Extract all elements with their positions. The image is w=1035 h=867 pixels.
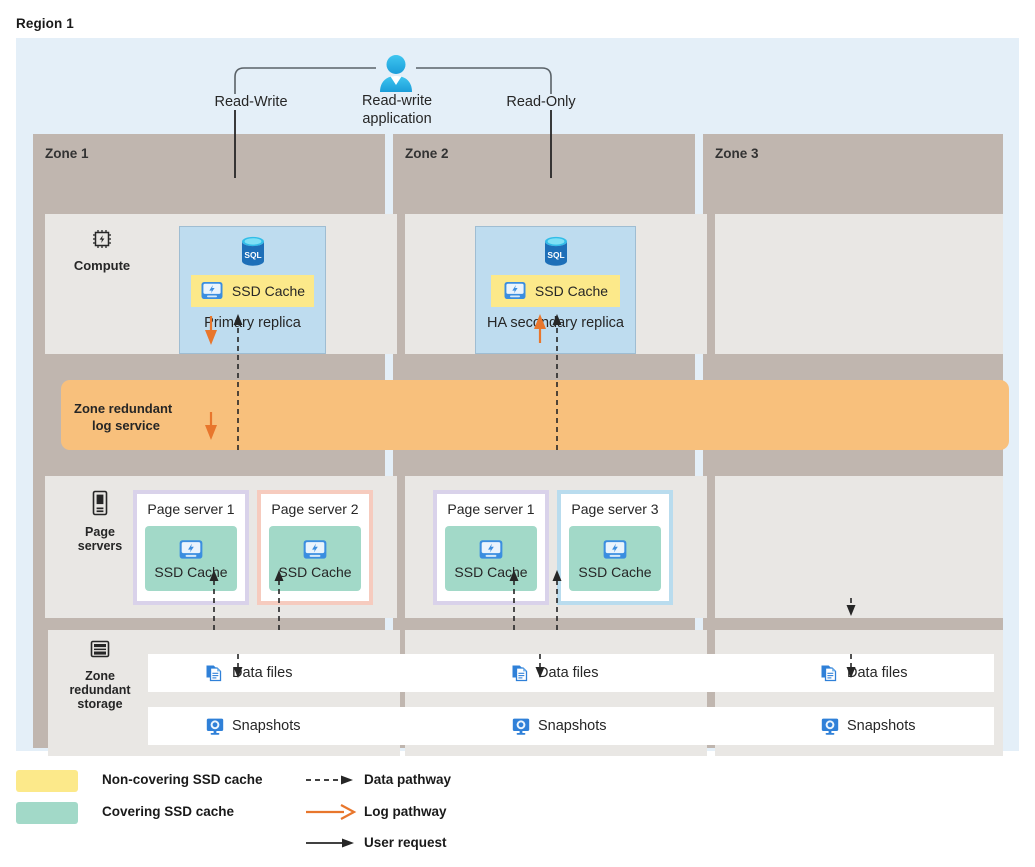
legend: Non-covering SSD cache Covering SSD cach…	[16, 766, 1019, 861]
ssd-icon	[303, 539, 327, 559]
snapshots-cell-zone-2[interactable]: Snapshots	[511, 707, 607, 745]
page-server-cache: SSD Cache	[269, 526, 361, 591]
page-server-cache-label: SSD Cache	[278, 563, 352, 580]
ssd-icon	[201, 282, 223, 299]
legend-label-log-pathway: Log pathway	[364, 804, 447, 819]
read-only-path-label: Read-Only	[506, 94, 576, 110]
snapshots-cell-zone-3[interactable]: Snapshots	[820, 707, 916, 745]
sql-icon: SQL	[241, 236, 264, 266]
ssd-icon	[179, 539, 203, 559]
page-servers-label-text: Page servers	[77, 525, 123, 553]
data-files-icon	[512, 665, 528, 682]
compute-band-zone-3	[715, 214, 1003, 354]
ssd-icon	[504, 282, 526, 299]
page-server-cache-label: SSD Cache	[578, 563, 652, 580]
user-icon	[380, 55, 412, 92]
page-server-title: Page server 1	[147, 501, 235, 517]
data-files-label: Data files	[847, 665, 908, 681]
legend-swatch-non-covering	[16, 770, 78, 792]
legend-label-data-pathway: Data pathway	[364, 772, 452, 787]
primary-ssd-cache-label: SSD Cache	[231, 283, 306, 299]
snapshots-cell-zone-1[interactable]: Snapshots	[205, 707, 301, 745]
primary-replica-label: Primary replica	[204, 315, 301, 331]
storage-row-label: Zone redundant storage	[60, 638, 140, 711]
user-request-wires	[234, 67, 552, 178]
data-files-cell-zone-3[interactable]: Data files	[820, 654, 907, 692]
page-servers-band-zone-3	[715, 476, 1003, 618]
page-server-cache-label: SSD Cache	[454, 563, 528, 580]
data-files-row: Data files Data files	[148, 654, 994, 692]
primary-replica-card[interactable]: SQL SSD Cache Primary replica	[179, 226, 326, 354]
legend-label-covering: Covering SSD cache	[102, 804, 235, 819]
legend-arrow-glyphs	[306, 775, 357, 848]
primary-ssd-cache-bar: SSD Cache	[191, 275, 314, 307]
data-files-label: Data files	[232, 665, 293, 681]
page-server-card-4[interactable]: Page server 3 SSD Cache	[557, 490, 673, 605]
snapshots-icon	[821, 718, 839, 735]
page-server-cache-label: SSD Cache	[154, 563, 228, 580]
region-container: Zone 1 Zone 2 Zone 3	[16, 38, 1019, 756]
application-label: Read-write application	[361, 93, 433, 127]
page-server-title: Page server 3	[571, 501, 659, 517]
application-area: Read-write application Read-Write Read-O…	[16, 38, 1019, 178]
log-service-label: Zone redundant log service	[74, 401, 173, 433]
zone-header-3: Zone 3	[715, 146, 759, 161]
zone-header-1: Zone 1	[45, 146, 89, 161]
data-files-cell-zone-1[interactable]: Data files	[205, 654, 292, 692]
page-server-title: Page server 2	[271, 501, 359, 517]
snapshots-icon	[512, 718, 530, 735]
ssd-icon	[603, 539, 627, 559]
snapshots-row: Snapshots Snapshots	[148, 707, 994, 745]
page-server-title: Page server 1	[447, 501, 535, 517]
page-servers-row-label: Page servers	[60, 490, 140, 553]
page-server-cache: SSD Cache	[145, 526, 237, 591]
snapshots-label: Snapshots	[538, 718, 607, 734]
ha-ssd-cache-bar: SSD Cache	[491, 275, 620, 307]
data-files-cell-zone-2[interactable]: Data files	[511, 654, 598, 692]
page-server-card-3[interactable]: Page server 1 SSD Cache	[433, 490, 549, 605]
ha-secondary-replica-card[interactable]: SQL SSD Cache HA secondary replica	[475, 226, 636, 354]
region-title: Region 1	[16, 16, 74, 31]
server-icon	[92, 490, 108, 516]
legend-swatch-covering	[16, 802, 78, 824]
snapshots-label: Snapshots	[847, 718, 916, 734]
chip-icon	[93, 230, 111, 248]
zone-header-2: Zone 2	[405, 146, 449, 161]
ha-secondary-replica-label: HA secondary replica	[486, 315, 624, 331]
legend-label-non-covering: Non-covering SSD cache	[102, 772, 263, 787]
ha-ssd-cache-label: SSD Cache	[534, 283, 609, 299]
read-write-path-label: Read-Write	[214, 94, 288, 110]
page-server-cache: SSD Cache	[445, 526, 537, 591]
legend-label-user-request: User request	[364, 835, 447, 850]
data-files-icon	[206, 665, 222, 682]
storage-label-text: Zone redundant storage	[69, 669, 131, 711]
page-server-card-1[interactable]: Page server 1 SSD Cache	[133, 490, 249, 605]
sql-icon: SQL	[544, 236, 567, 266]
snapshots-label: Snapshots	[232, 718, 301, 734]
ssd-icon	[479, 539, 503, 559]
compute-label-text: Compute	[73, 258, 131, 273]
snapshots-icon	[206, 718, 224, 735]
zone-redundant-log-service-band	[61, 380, 1009, 450]
page-server-cache: SSD Cache	[569, 526, 661, 591]
storage-icon	[90, 640, 110, 658]
svg-text:SQL: SQL	[244, 250, 261, 260]
compute-row-label: Compute	[62, 228, 142, 273]
data-files-icon	[821, 665, 837, 682]
data-files-label: Data files	[538, 665, 599, 681]
page-server-card-2[interactable]: Page server 2 SSD Cache	[257, 490, 373, 605]
svg-text:SQL: SQL	[547, 250, 564, 260]
